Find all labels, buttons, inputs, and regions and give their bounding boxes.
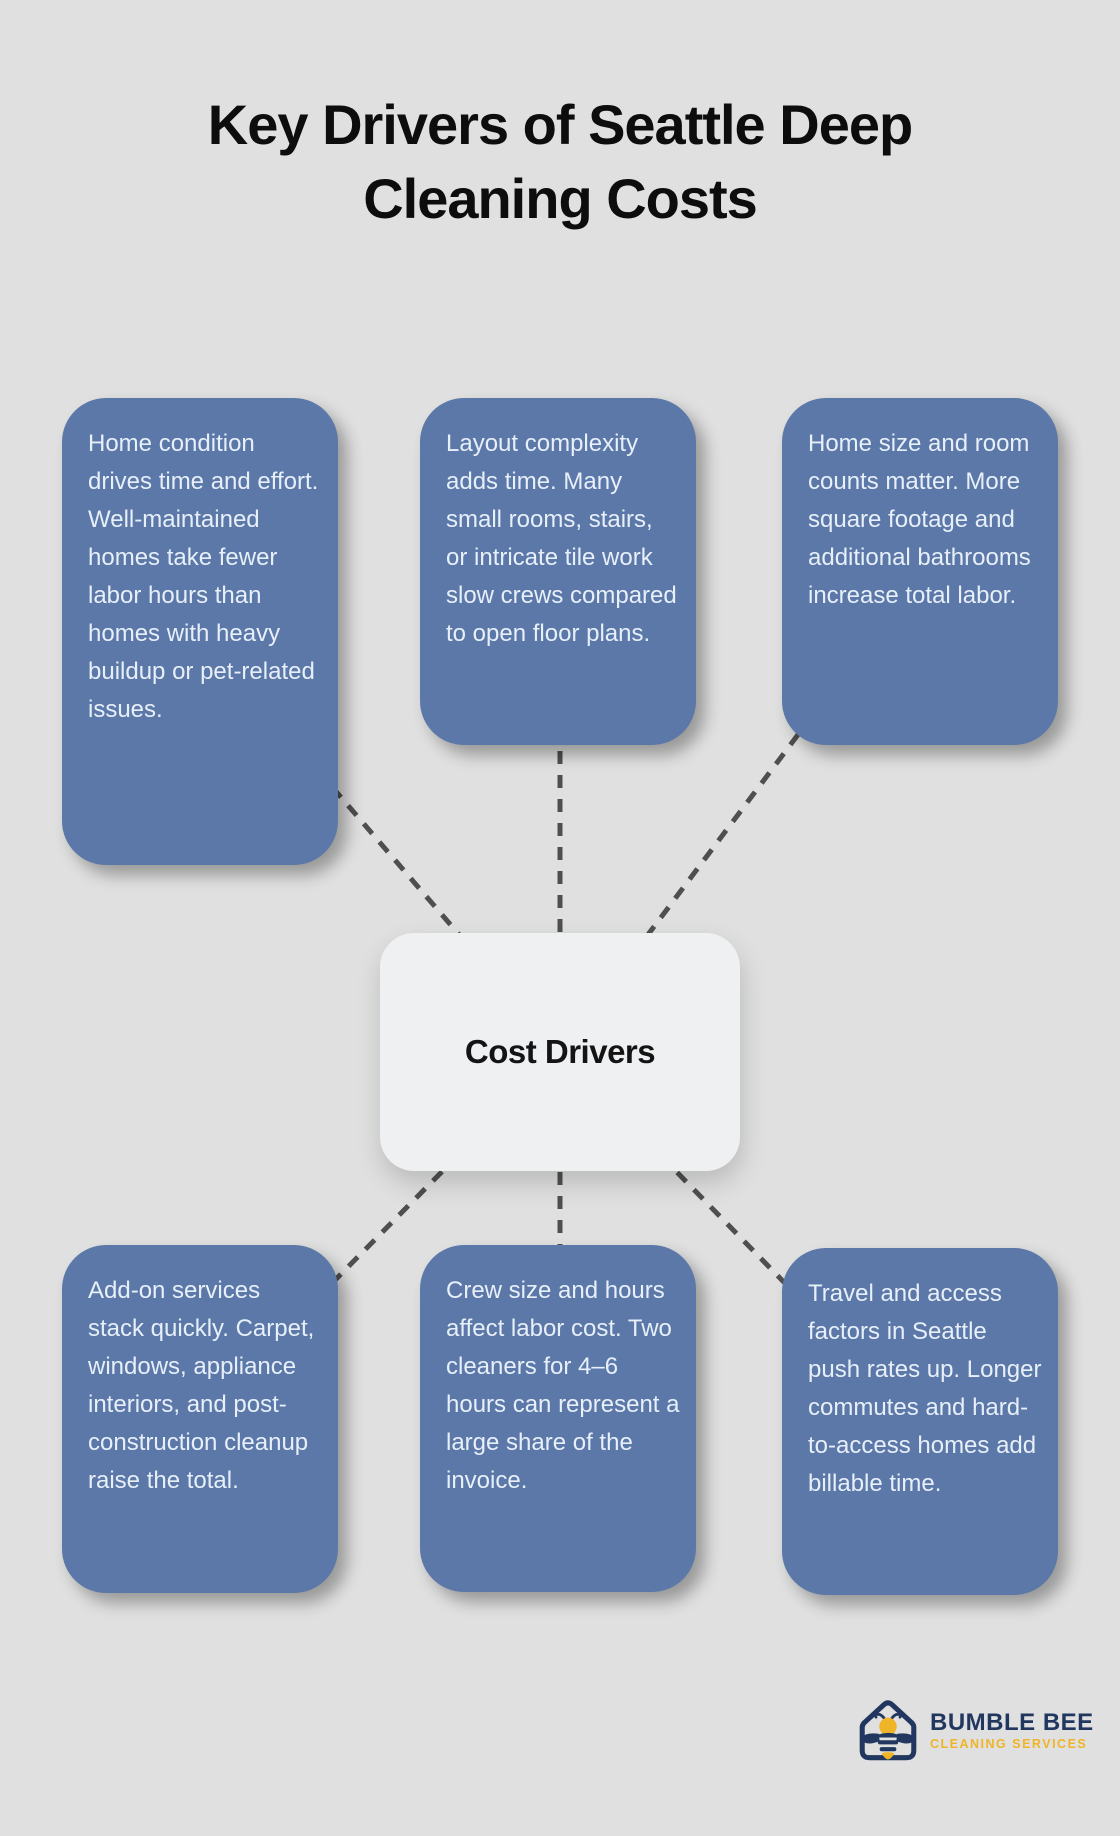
center-node-cost-drivers: Cost Drivers — [380, 933, 740, 1171]
node-layout-complexity: Layout complexity adds time. Many small … — [420, 398, 696, 745]
logo-tagline: CLEANING SERVICES — [930, 1737, 1088, 1751]
logo-text: BUMBLE BEE CLEANING SERVICES — [930, 1710, 1094, 1752]
node-add-on-services: Add-on services stack quickly. Carpet, w… — [62, 1245, 338, 1593]
node-crew-size-text: Crew size and hours affect labor cost. T… — [446, 1277, 680, 1494]
node-crew-size: Crew size and hours affect labor cost. T… — [420, 1245, 696, 1592]
node-home-condition: Home condition drives time and effort. W… — [62, 398, 338, 865]
node-home-size: Home size and room counts matter. More s… — [782, 398, 1058, 745]
node-travel-access-text: Travel and access factors in Seattle pus… — [808, 1280, 1042, 1497]
node-home-condition-text: Home condition drives time and effort. W… — [88, 430, 319, 723]
bee-house-icon — [859, 1700, 917, 1761]
node-travel-access: Travel and access factors in Seattle pus… — [782, 1248, 1058, 1595]
bumble-bee-logo: BUMBLE BEE CLEANING SERVICES — [853, 1692, 1094, 1770]
node-home-size-text: Home size and room counts matter. More s… — [808, 430, 1031, 609]
page-title: Key Drivers of Seattle Deep Cleaning Cos… — [0, 88, 1120, 236]
node-add-on-services-text: Add-on services stack quickly. Carpet, w… — [88, 1277, 315, 1494]
center-node-label: Cost Drivers — [464, 1033, 656, 1070]
page-title-line2: Cleaning Costs — [363, 167, 758, 230]
logo-name: BUMBLE BEE — [930, 1709, 1094, 1736]
page-title-line1: Key Drivers of Seattle Deep — [207, 93, 913, 156]
node-layout-complexity-text: Layout complexity adds time. Many small … — [446, 430, 677, 647]
